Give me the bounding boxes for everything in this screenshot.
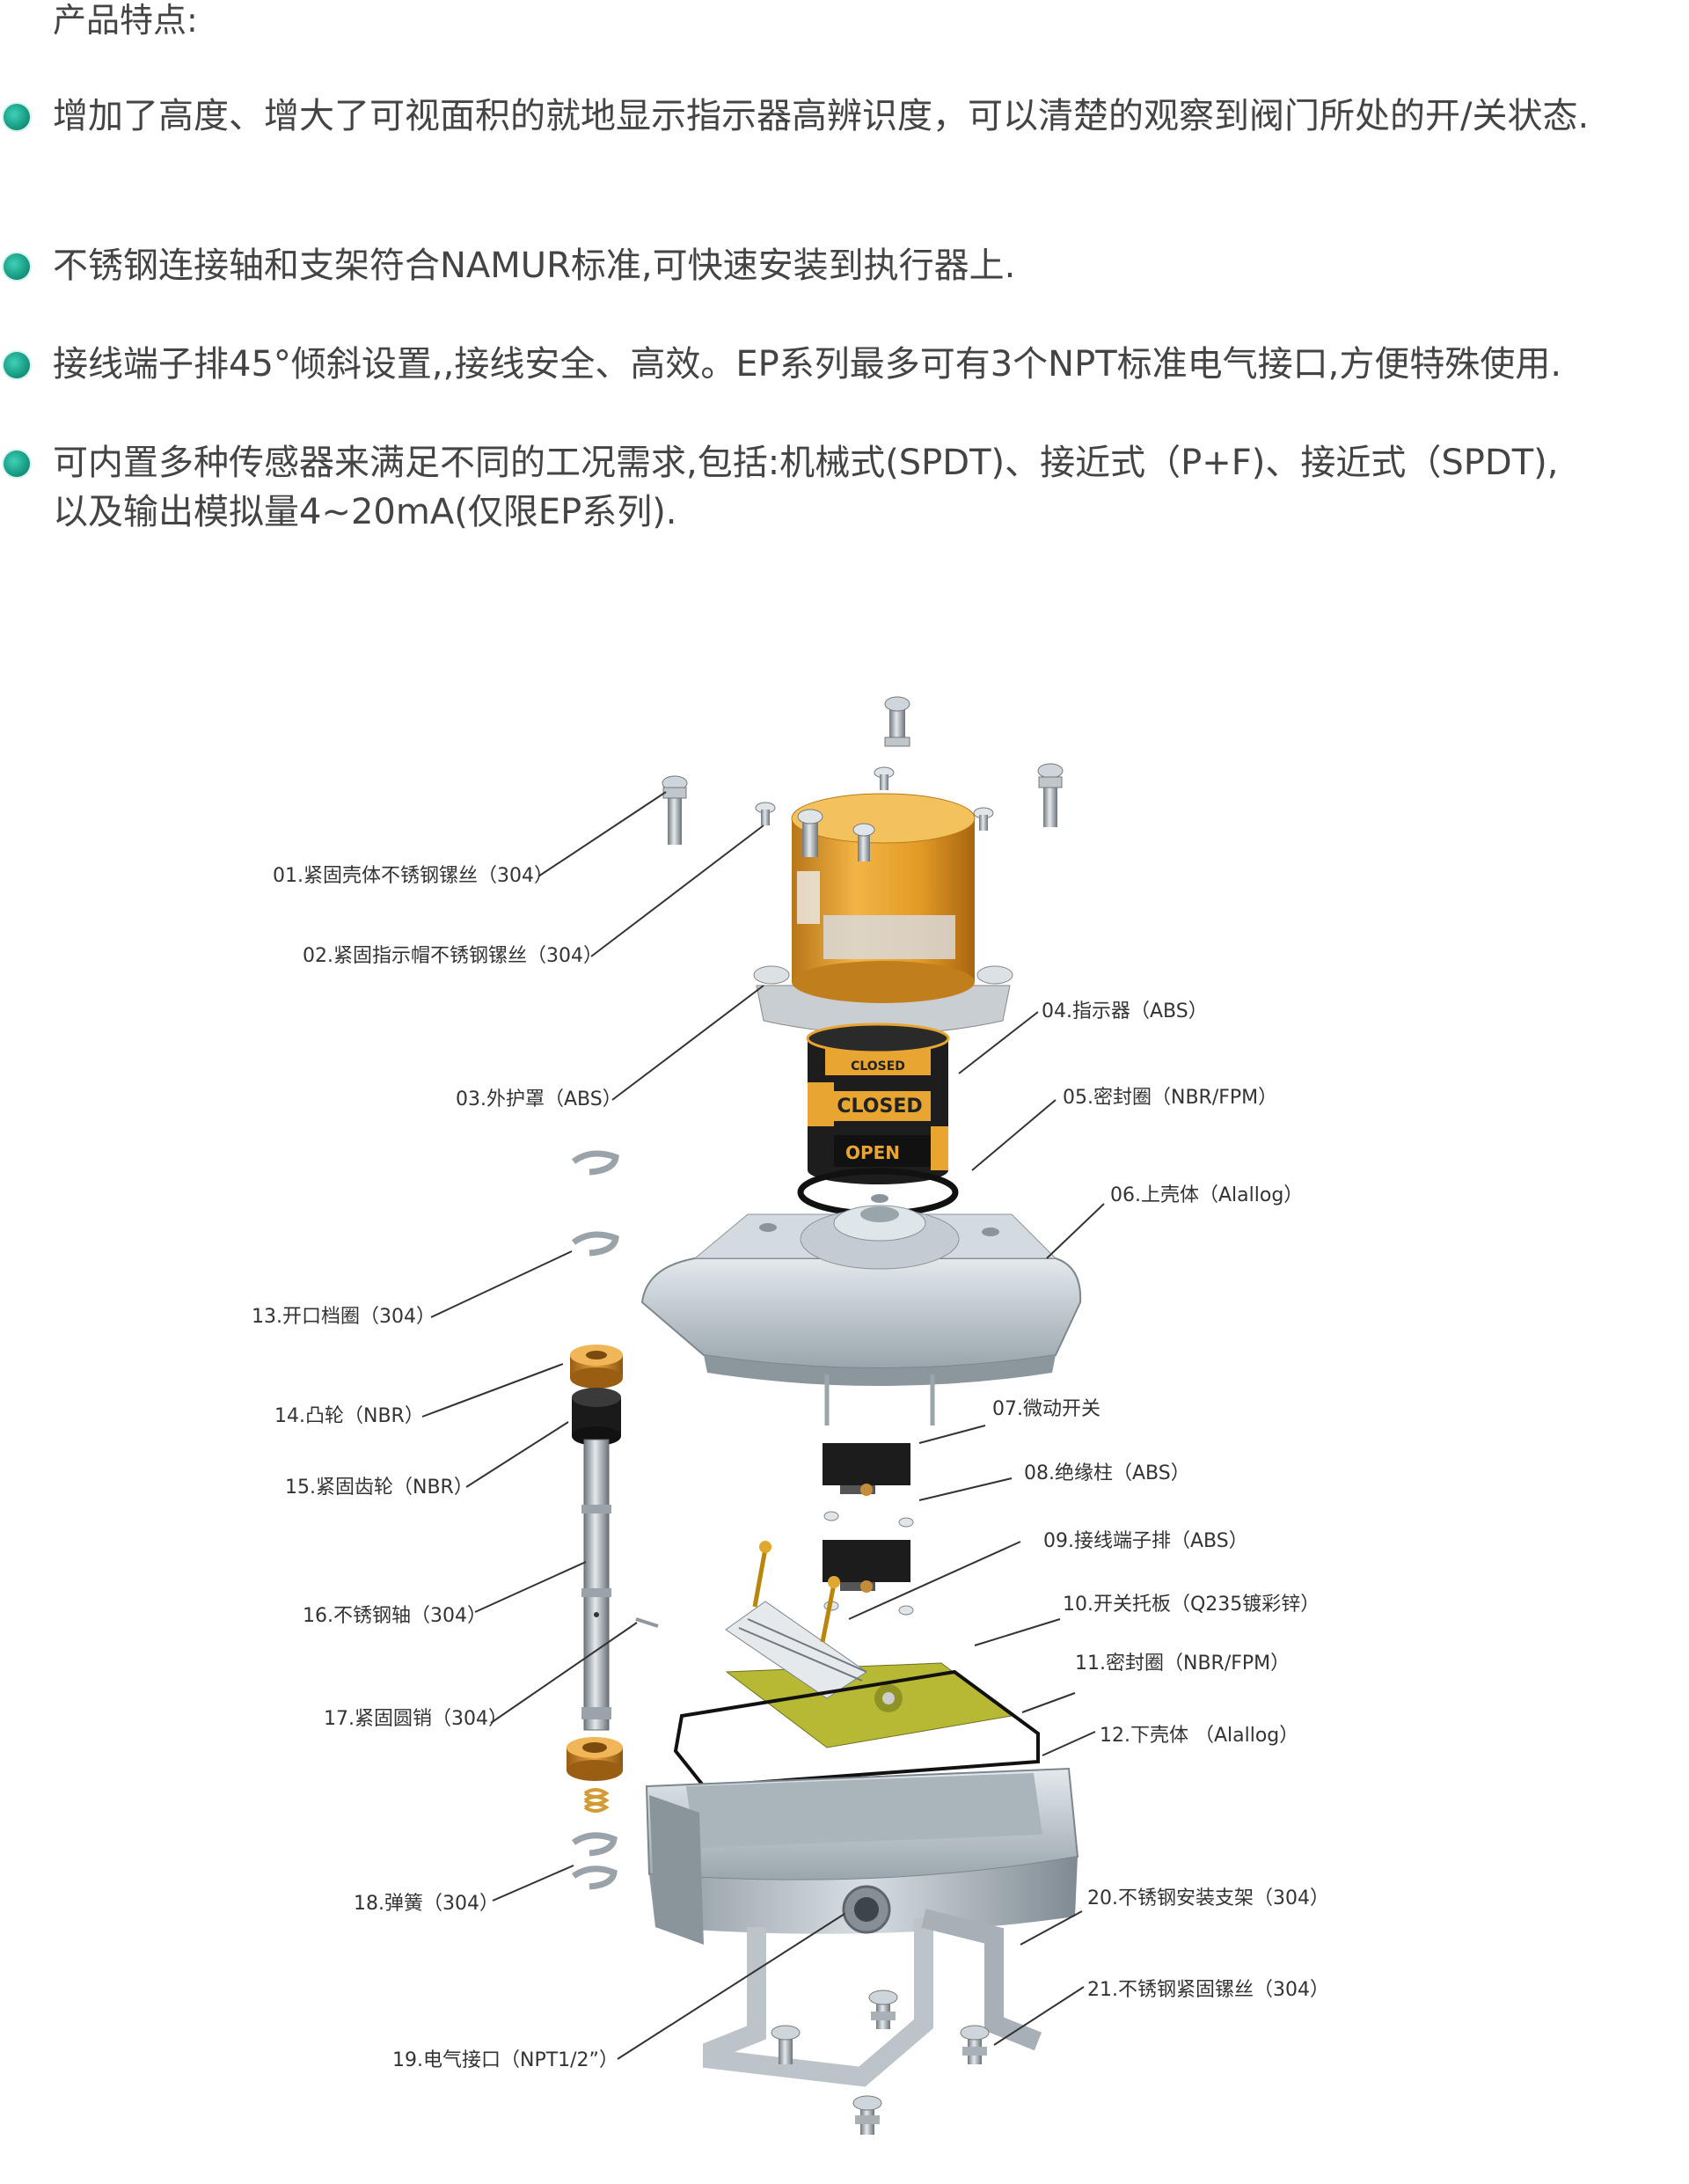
seal-gasket-lower [673,1669,1040,1789]
terminal-strip [725,1541,867,1699]
mounting-bracket [703,1909,1042,2087]
bracket-screw-icon [868,1990,898,2029]
retaining-ring-icon [571,1832,618,1857]
feature-item: 接线端子排45°倾斜设置,,接线安全、高效。EP系列最多可有3个NPT标准电气接… [4,340,1671,389]
indicator-closed-top-text: CLOSED [851,1059,905,1074]
bracket-screw-icon [960,2025,990,2064]
part-label-09: 09.接线端子排（ABS） [1043,1530,1248,1552]
bullet-dot-icon [4,104,30,130]
micro-switch [823,1443,910,1496]
section-title: 产品特点: [53,1,198,40]
part-label-17: 17.紧固圆销（304） [324,1708,508,1730]
switch-plate [725,1662,1013,1748]
cam-icon [570,1345,623,1389]
feature-item: 增加了高度、增大了可视面积的就地显示指示器高辨识度，可以清楚的观察到阀门所处的开… [4,92,1671,141]
part-label-13: 13.开口档圈（304） [252,1306,435,1328]
indicator-closed-text: CLOSED [837,1096,922,1118]
part-label-16: 16.不锈钢轴（304） [303,1605,486,1627]
part-label-11: 11.密封圈（NBR/FPM） [1075,1653,1290,1675]
part-label-02: 02.紧固指示帽不锈钢镙丝（304） [303,945,603,967]
part-label-04: 04.指示器（ABS） [1042,1000,1208,1022]
gear-icon [572,1388,621,1446]
indicator-open-text: OPEN [845,1142,900,1163]
retaining-ring-icon [571,1150,619,1176]
cap-screw-icon [755,802,776,825]
bracket-screw-icon [852,2095,882,2135]
upper-housing [640,1194,1082,1425]
feature-text: 增加了高度、增大了可视面积的就地显示指示器高辨识度，可以清楚的观察到阀门所处的开… [53,96,1590,136]
part-label-21: 21.不锈钢紧固镙丝（304） [1087,1979,1329,2001]
spring-icon [583,1788,610,1813]
feature-text: 不锈钢连接轴和支架符合NAMUR标准,可快速安装到执行器上. [53,246,1016,286]
part-label-06: 06.上壳体（Alallog） [1110,1184,1303,1206]
bullet-dot-icon [4,352,30,378]
outer-cover [753,793,1013,1035]
bracket-screw-icon [771,2025,801,2064]
cap-screw-icon [874,766,895,790]
cam-icon [567,1737,623,1781]
bullet-dot-icon [4,451,30,477]
electrical-port-icon [842,1885,891,1934]
part-label-07: 07.微动开关 [992,1398,1100,1420]
part-label-05: 05.密封圈（NBR/FPM） [1063,1087,1277,1109]
feature-item: 可内置多种传感器来满足不同的工况需求,包括:机械式(SPDT)、接近式（P+F)… [4,438,1671,537]
part-label-20: 20.不锈钢安装支架（304） [1087,1887,1329,1909]
exploded-view-diagram: CLOSED CLOSED OPEN [252,696,1329,2135]
part-label-03: 03.外护罩（ABS） [456,1088,622,1110]
cap-screw-icon [973,807,994,831]
part-label-18: 18.弹簧（304） [354,1893,499,1915]
housing-screw-icon [1037,763,1064,827]
retaining-ring-icon [571,1865,618,1890]
feature-text-continued: 以及输出模拟量4~20mA(仅限EP系列). [53,492,677,532]
feature-item: 不锈钢连接轴和支架符合NAMUR标准,可快速安装到执行器上. [4,241,1671,290]
indicator-drum: CLOSED CLOSED OPEN [806,1022,950,1184]
stainless-shaft [581,1439,611,1731]
feature-text: 可内置多种传感器来满足不同的工况需求,包括:机械式(SPDT)、接近式（P+F)… [53,443,1559,483]
part-label-15: 15.紧固齿轮（NBR） [285,1477,473,1499]
part-label-10: 10.开关托板（Q235镀彩锌） [1063,1594,1320,1616]
part-label-08: 08.绝缘柱（ABS） [1024,1462,1190,1484]
part-label-01: 01.紧固壳体不锈钢镙丝（304） [273,865,553,887]
leader-lines [421,791,1105,2060]
micro-switch [823,1540,910,1593]
retaining-ring-icon [571,1231,619,1257]
housing-screw-icon [662,775,688,845]
feature-text: 接线端子排45°倾斜设置,,接线安全、高效。EP系列最多可有3个NPT标准电气接… [53,344,1562,385]
part-label-14: 14.凸轮（NBR） [274,1405,424,1427]
part-label-12: 12.下壳体 （Alallog） [1100,1725,1298,1747]
bullet-dot-icon [4,253,30,280]
pin-icon [635,1617,659,1628]
part-label-19: 19.电气接口（NPT1/2”） [392,2049,618,2071]
housing-screw-icon [884,696,910,747]
